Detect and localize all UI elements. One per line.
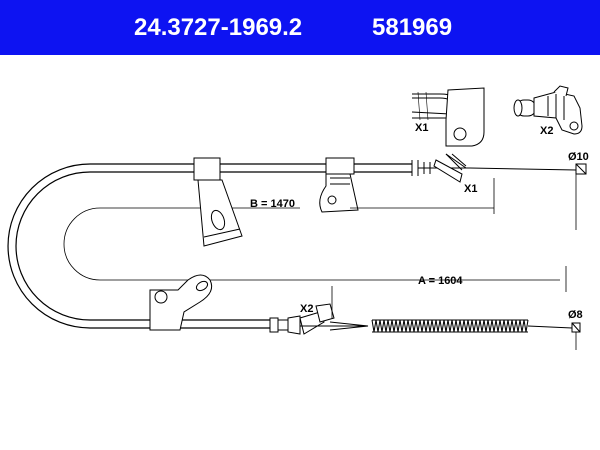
dimension-a-label: A = 1604	[418, 275, 463, 287]
dimension-lines	[331, 170, 577, 350]
lower-end-fitting	[269, 303, 369, 335]
end-x1-label: X1	[464, 183, 477, 195]
part-number: 24.3727-1969.2	[134, 14, 303, 41]
upper-bracket	[193, 157, 243, 247]
dimension-b-label: B = 1470	[250, 198, 295, 210]
diameter-bottom-label: Ø8	[568, 309, 583, 321]
upper-clip	[319, 157, 359, 213]
detail-x2-view	[513, 85, 583, 135]
end-x2-label: X2	[300, 303, 313, 315]
detail-x1-view	[411, 87, 485, 147]
diameter-top-label: Ø10	[568, 151, 589, 163]
header-bar: 24.3727-1969.2 581969	[0, 0, 600, 55]
lower-bracket	[149, 274, 213, 331]
reference-number: 581969	[372, 14, 453, 41]
detail-x2-label: X2	[540, 125, 553, 137]
inner-loop-line	[63, 207, 560, 281]
upper-end-fitting	[411, 153, 587, 183]
cable-sheath	[7, 163, 412, 329]
return-spring	[371, 319, 581, 333]
detail-x1-label: X1	[415, 122, 428, 134]
